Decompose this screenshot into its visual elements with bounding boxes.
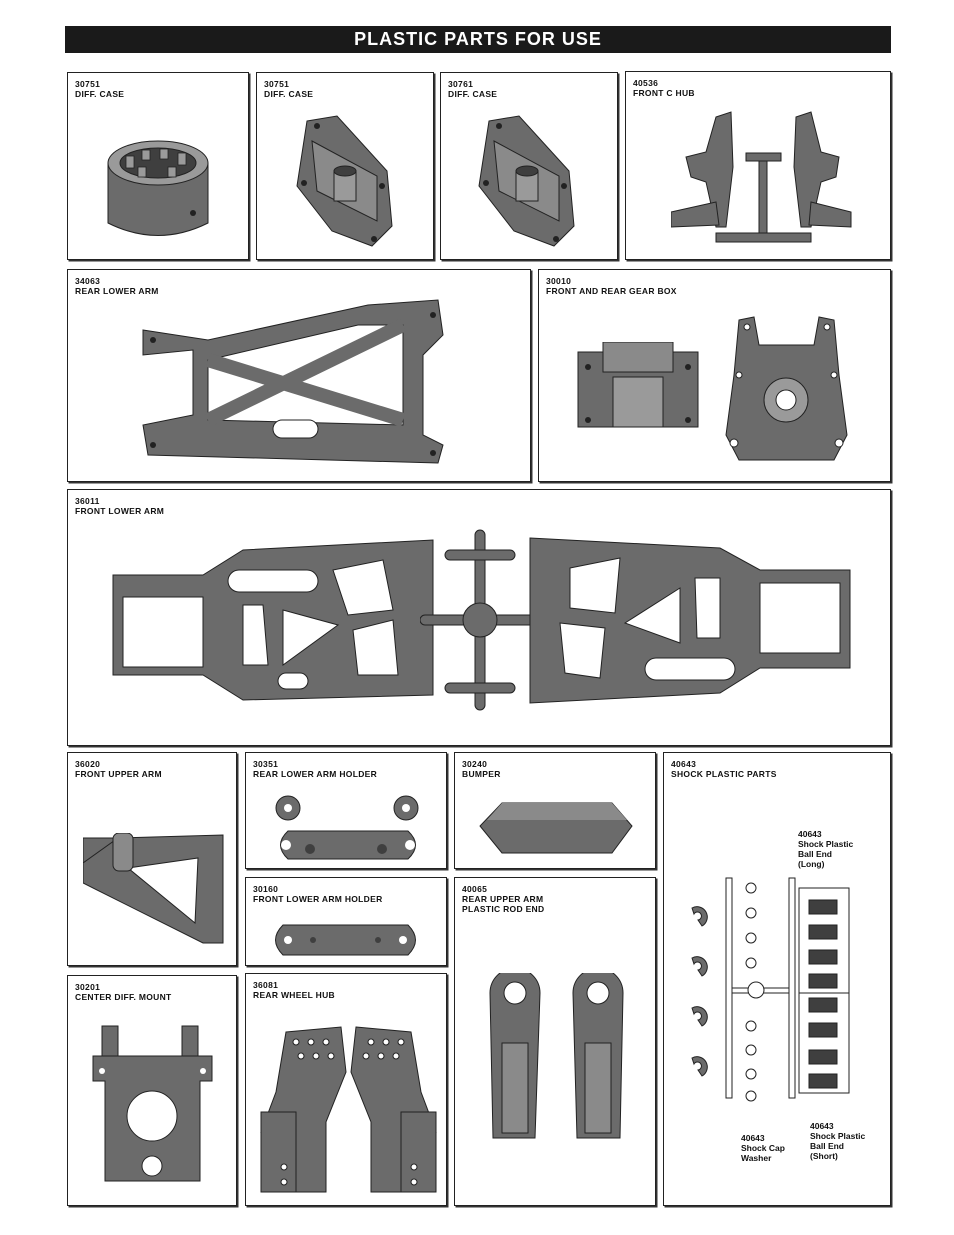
front-lower-arm-left-image bbox=[112, 539, 434, 701]
part-code: 34063 bbox=[75, 276, 101, 286]
callout-shock-cap-washer: 40643 Shock Cap Washer bbox=[741, 1133, 785, 1163]
front-lower-arm-holder-image bbox=[275, 924, 416, 956]
front-c-hub-image bbox=[671, 111, 852, 243]
part-code: 36011 bbox=[75, 496, 100, 506]
page-title: PLASTIC PARTS FOR USE bbox=[65, 26, 891, 53]
part-name: DIFF. CASE bbox=[264, 89, 314, 99]
part-name: DIFF. CASE bbox=[75, 89, 125, 99]
part-name: DIFF. CASE bbox=[448, 89, 498, 99]
front-lower-arm-cross-sprue-image bbox=[420, 529, 540, 711]
center-diff-mount-image bbox=[92, 1025, 213, 1182]
gear-box-rear-image bbox=[725, 316, 848, 461]
diff-case-plate-image bbox=[296, 115, 393, 247]
part-name: FRONT LOWER ARM bbox=[75, 506, 165, 516]
callout-ball-end-short: 40643 Shock Plastic Ball End (Short) bbox=[810, 1121, 866, 1161]
part-name: REAR LOWER ARM HOLDER bbox=[253, 769, 378, 779]
part-code: 36081 bbox=[253, 980, 279, 990]
part-name: FRONT AND REAR GEAR BOX bbox=[546, 286, 677, 296]
part-name: FRONT C HUB bbox=[633, 88, 695, 98]
part-code: 30751 bbox=[264, 79, 290, 89]
part-code: 30751 bbox=[75, 79, 101, 89]
part-name: FRONT LOWER ARM HOLDER bbox=[253, 894, 383, 904]
part-name: SHOCK PLASTIC PARTS bbox=[671, 769, 777, 779]
part-code: 30240 bbox=[462, 759, 488, 769]
callout-ball-end-long: 40643 Shock Plastic Ball End (Long) bbox=[798, 829, 854, 869]
rear-upper-arm-rod-end-image bbox=[489, 973, 624, 1139]
part-code: 40065 bbox=[462, 884, 488, 894]
part-name: BUMPER bbox=[462, 769, 501, 779]
part-name: REAR LOWER ARM bbox=[75, 286, 159, 296]
part-code: 36020 bbox=[75, 759, 101, 769]
part-name: REAR WHEEL HUB bbox=[253, 990, 335, 1000]
part-code: 40536 bbox=[633, 78, 659, 88]
part-name: CENTER DIFF. MOUNT bbox=[75, 992, 172, 1002]
part-name: FRONT UPPER ARM bbox=[75, 769, 162, 779]
diff-case-cup-image bbox=[107, 140, 209, 236]
bumper-image bbox=[479, 802, 633, 854]
gear-box-front-image bbox=[577, 342, 699, 428]
front-upper-arm-image bbox=[83, 833, 224, 944]
part-name-line2: PLASTIC ROD END bbox=[462, 904, 545, 914]
part-code: 40643 bbox=[671, 759, 697, 769]
rear-wheel-hub-image bbox=[260, 1026, 437, 1193]
part-code: 30351 bbox=[253, 759, 279, 769]
part-code: 30761 bbox=[448, 79, 474, 89]
shock-plastic-parts-image bbox=[691, 877, 850, 1102]
diff-case-plate-image bbox=[478, 115, 575, 247]
rear-lower-arm-image bbox=[142, 299, 444, 464]
rear-lower-arm-holder-image bbox=[275, 795, 419, 860]
part-code: 30010 bbox=[546, 276, 572, 286]
part-name: REAR UPPER ARM bbox=[462, 894, 544, 904]
front-lower-arm-right-image bbox=[529, 537, 851, 704]
part-code: 30160 bbox=[253, 884, 279, 894]
part-code: 30201 bbox=[75, 982, 101, 992]
